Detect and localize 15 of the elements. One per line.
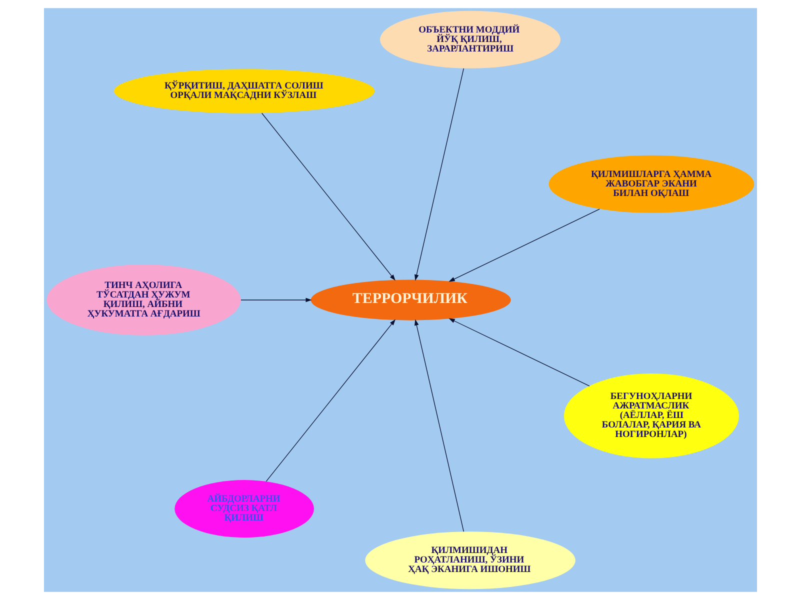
arrow [414,319,464,532]
node-ellipse: ҚИЛМИШЛАРГА ҲАММА ЖАВОБГАР ЭКАНИ БИЛАН ОҚЛАШ [548,155,754,213]
arrow [414,68,464,281]
node-ellipse: ОБЪЕКТНИ МОДДИЙ ЙЎҚ ҚИЛИШ, ЗАРАРЛАНТИРИШ [380,10,560,68]
arrow [265,319,395,482]
arrow [260,112,395,281]
node-ellipse: БЕГУНОҲЛАРНИ АЖРАТМАСЛИК (АЁЛЛАР, ЁШ БОЛАЛАР, ҚАРИЯ ВА НОГИРОНЛАР) [563,373,739,458]
node-ellipse: ТИНЧ АҲОЛИГА ТЎСАТДАН ҲУЖУМ ҚИЛИШ, АЙБНИ ҲУКУМАТГА АҒДАРИШ [46,264,240,336]
node-ellipse: ҚИЛМИШИДАН РОҲАТЛАНИШ, ЎЗИНИ ҲАҚ ЭКАНИГА ИШОНИШ [364,532,575,590]
arrow [240,298,312,302]
node-ellipse: АЙБДОРЛАРНИ СУДСИЗ ҚАТЛ ҚИЛИШ [174,480,314,538]
node-ellipse: ТЕРРОРЧИЛИК [310,280,510,320]
node-ellipse: ҚЎРҚИТИШ, ДАҲШАТГА СОЛИШ ОРҚАЛИ МАҚСАДНИ КЎЗЛАШ [114,69,374,114]
arrow [448,318,590,386]
arrow [448,208,600,282]
